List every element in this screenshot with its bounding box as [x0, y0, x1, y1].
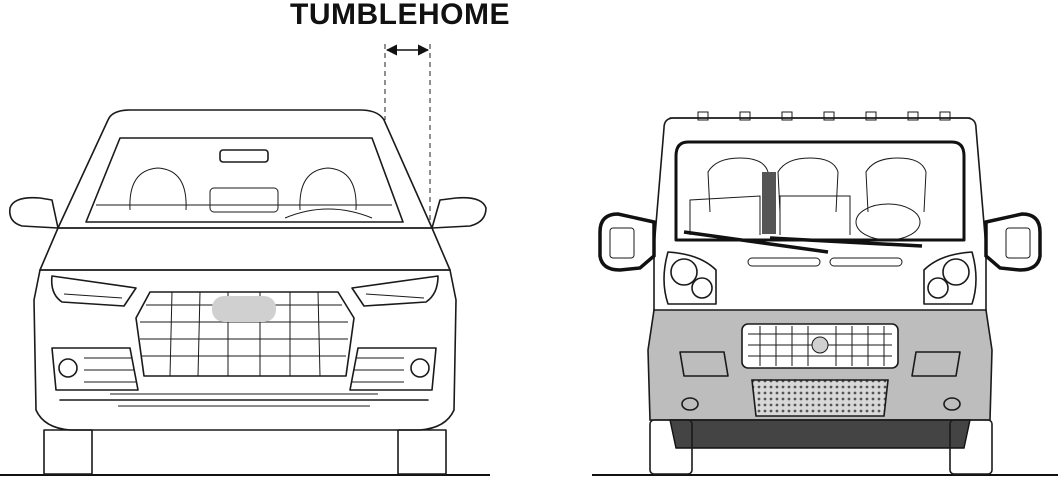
suv-fog-area-left [51, 347, 139, 391]
van-headlight-left [663, 251, 717, 305]
suv-headlight-left [50, 275, 137, 307]
suv-front-view [8, 109, 487, 475]
suv-mirror-left [8, 196, 59, 229]
diagram-title: TUMBLEHOME [290, 0, 510, 31]
van-mirror-right [984, 212, 1042, 272]
suv-mirror-right [431, 196, 487, 229]
van-roof-rack [697, 111, 951, 121]
van-wheel-right [949, 419, 993, 475]
van-windshield [674, 140, 966, 242]
van-cab-outline [653, 117, 987, 321]
van-mirror-left [598, 212, 656, 272]
suv-grille [135, 291, 355, 377]
suv-headlight-right [351, 275, 439, 307]
suv-wheel-right [397, 429, 447, 475]
suv-wheel-left [43, 429, 93, 475]
van-lower-intake [751, 379, 889, 417]
brand-logo-blurred [212, 296, 276, 322]
suv-hood [39, 227, 451, 271]
suv-roof-outline [57, 109, 433, 229]
van-wiper-right [769, 236, 923, 248]
van-front-view [598, 111, 1042, 475]
van-grille [741, 323, 899, 369]
van-wheel-left [649, 419, 693, 475]
suv-windshield [85, 137, 404, 223]
suv-fog-area-right [349, 347, 437, 391]
van-undertray [669, 419, 971, 449]
van-headlight-right [923, 251, 977, 305]
van-wiper-left [683, 230, 829, 254]
tumblehome-dimension [384, 44, 431, 222]
